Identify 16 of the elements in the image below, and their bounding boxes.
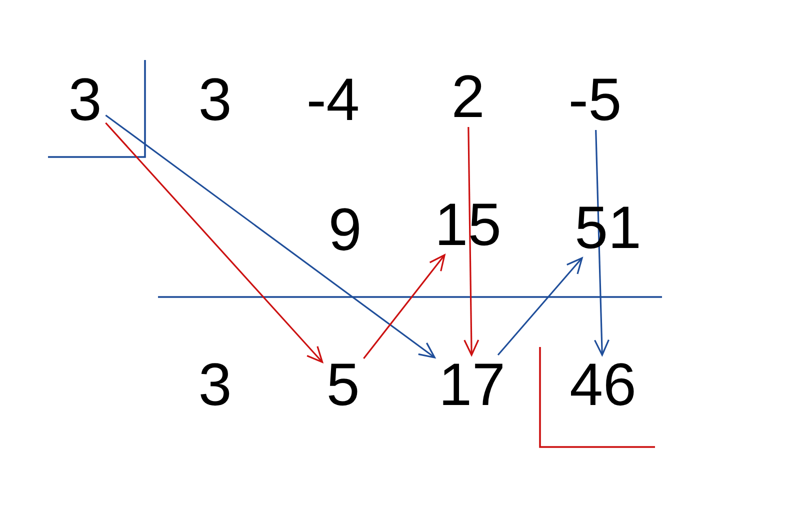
number: 3 [194,355,236,415]
number: 46 [566,355,640,415]
number: -5 [564,70,626,130]
number: 17 [434,355,510,415]
arrow [363,254,446,360]
number: 3 [194,70,236,130]
number: 3 [64,70,106,130]
arrow [594,130,610,356]
arrow [464,126,480,356]
number: 9 [324,200,366,260]
arrow [105,122,324,363]
number: 2 [447,67,489,127]
number: 5 [322,355,364,415]
arrow [105,114,436,358]
number: -4 [302,70,364,130]
arrow [497,257,583,356]
